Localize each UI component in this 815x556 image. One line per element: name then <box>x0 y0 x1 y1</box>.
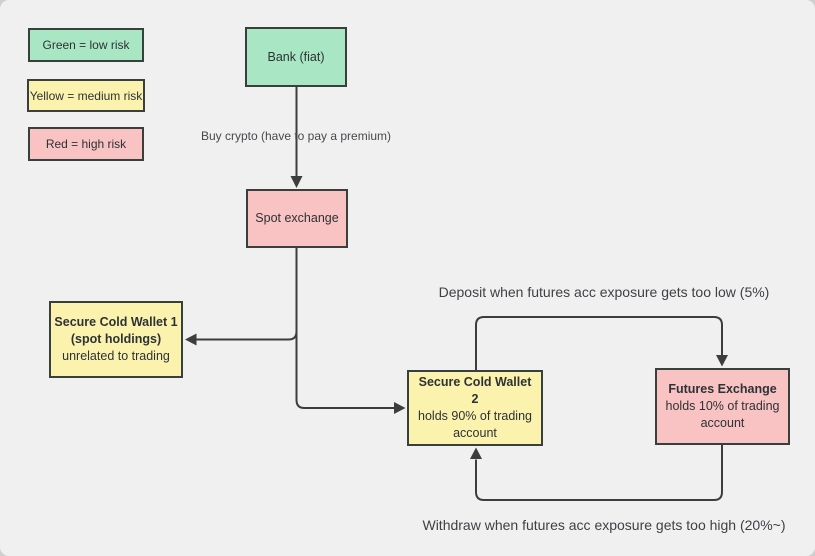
node-wallet1-title: Secure Cold Wallet 1 <box>54 315 178 329</box>
arrowhead-spot-to-wallet1 <box>185 333 197 346</box>
legend-yellow-medium-risk: Yellow = medium risk <box>27 79 145 112</box>
node-bank-title: Bank (fiat) <box>267 49 325 64</box>
edge-spot-to-wallet1 <box>196 248 298 341</box>
node-futures-subtitle: holds 10% of trading account <box>665 399 780 430</box>
node-futures-title: Futures Exchange <box>668 382 777 396</box>
legend-red-label: Red = high risk <box>45 137 127 151</box>
legend-yellow-label: Yellow = medium risk <box>29 88 143 103</box>
edge-spot-to-wallet2 <box>295 248 395 409</box>
label-withdraw: Withdraw when futures acc exposure gets … <box>422 517 786 533</box>
node-wallet1-subtitle: unrelated to trading <box>62 349 170 363</box>
arrowhead-deposit-into-futures <box>716 355 728 367</box>
node-bank-fiat: Bank (fiat) <box>245 27 347 87</box>
node-wallet2-title: Secure Cold Wallet 2 <box>418 375 532 406</box>
node-secure-cold-wallet-2: Secure Cold Wallet 2 holds 90% of tradin… <box>407 370 543 446</box>
arrowhead-withdraw-into-wallet2 <box>470 447 482 459</box>
legend-green-low-risk: Green = low risk <box>28 28 144 62</box>
node-spot-title: Spot exchange <box>255 211 339 225</box>
node-wallet2-subtitle: holds 90% of trading account <box>418 409 532 440</box>
node-spot-exchange: Spot exchange <box>246 189 348 248</box>
node-futures-exchange: Futures Exchange holds 10% of trading ac… <box>655 368 790 445</box>
label-deposit: Deposit when futures acc exposure gets t… <box>438 284 770 300</box>
arrowhead-bank-to-spot <box>290 176 303 188</box>
edge-withdraw-loop <box>475 445 723 501</box>
legend-green-label: Green = low risk <box>42 38 130 52</box>
label-buy-crypto: Buy crypto (have to pay a premium) <box>200 129 392 143</box>
node-wallet1-subtitle-bold: (spot holdings) <box>70 332 162 346</box>
node-secure-cold-wallet-1: Secure Cold Wallet 1 (spot holdings) unr… <box>49 301 183 378</box>
arrowhead-spot-to-wallet2 <box>394 402 406 414</box>
edge-deposit-loop <box>475 316 723 370</box>
legend-red-high-risk: Red = high risk <box>28 127 144 161</box>
